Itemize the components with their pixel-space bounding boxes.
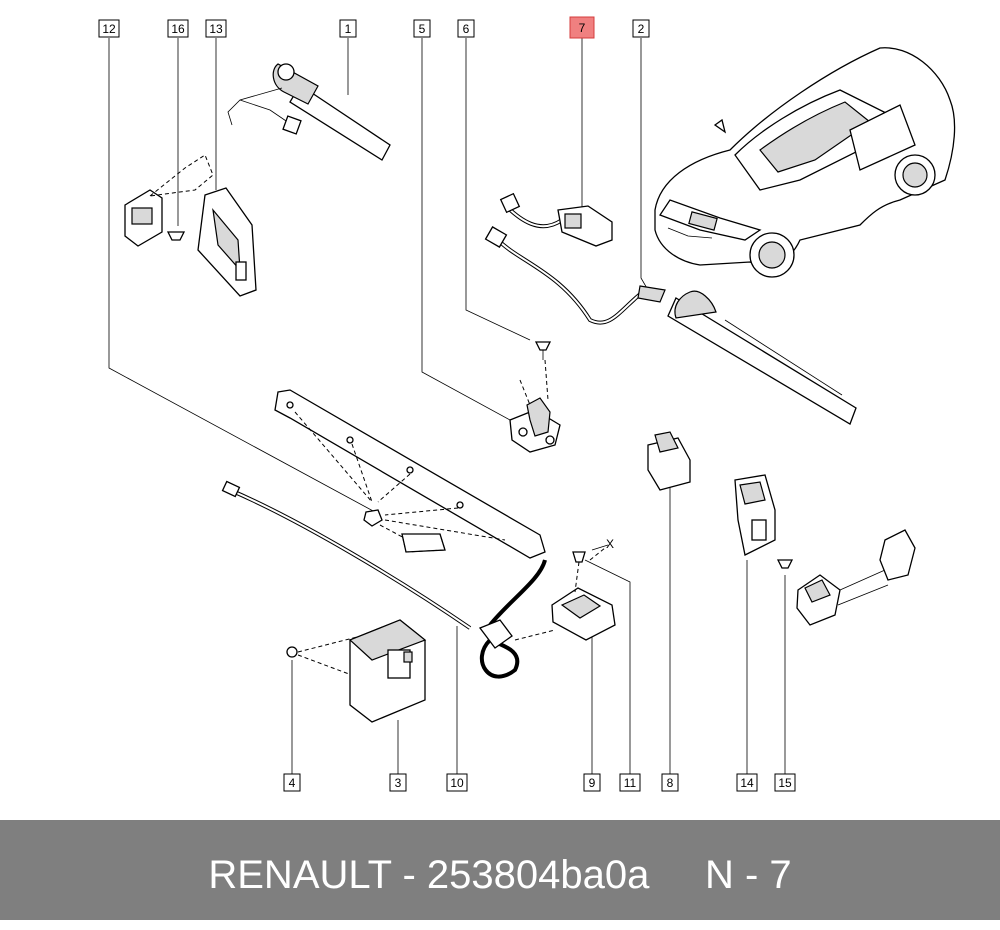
callout-15: 15 — [774, 773, 796, 792]
car-illustration — [654, 47, 956, 278]
callout-14: 14 — [736, 773, 758, 792]
part-1-strut — [227, 63, 391, 161]
callout-5: 5 — [413, 19, 431, 38]
callout-8: 8 — [661, 773, 679, 792]
mounting-rail — [274, 389, 546, 559]
callout-3: 3 — [389, 773, 407, 792]
callout-label: 10 — [450, 776, 464, 790]
part-3-4-module — [286, 619, 427, 723]
callout-label: 14 — [740, 776, 754, 790]
footer-bar: RENAULT - 253804ba0a N - 7 — [0, 820, 1000, 920]
callout-label: 11 — [624, 776, 637, 790]
part-8-connector — [647, 431, 691, 491]
parts-diagram: 12 16 13 1 5 6 — [98, 16, 956, 792]
callout-label: 1 — [345, 22, 352, 36]
footer-caption: RENAULT - 253804ba0a N - 7 — [208, 853, 792, 897]
callout-7-highlighted: 7 — [569, 16, 595, 39]
callout-10: 10 — [446, 773, 468, 792]
part-9-11-bracket — [551, 547, 616, 641]
callout-label: 7 — [579, 21, 586, 35]
callout-label: 15 — [778, 776, 792, 790]
leader-lines — [108, 38, 786, 774]
callout-label: 6 — [463, 22, 470, 36]
callout-4: 4 — [283, 773, 301, 792]
callout-label: 16 — [171, 22, 185, 36]
callout-label: 3 — [395, 776, 402, 790]
annotation-x: X — [606, 537, 614, 551]
callout-label: 13 — [209, 22, 223, 36]
callout-2: 2 — [632, 19, 650, 38]
callout-label: 8 — [667, 776, 674, 790]
callout-label: 2 — [638, 22, 645, 36]
callout-11: 11 — [619, 773, 641, 792]
part-7-sensor — [499, 192, 613, 247]
callout-9: 9 — [583, 773, 601, 792]
callout-label: 12 — [102, 22, 116, 36]
callout-label: 4 — [289, 776, 296, 790]
part-14-15-group — [734, 474, 916, 626]
part-16-13-12-group — [124, 154, 257, 297]
callout-label: 9 — [589, 776, 596, 790]
callout-label: 5 — [419, 22, 426, 36]
callout-16: 16 — [167, 19, 189, 38]
callouts: 12 16 13 1 5 6 — [98, 16, 796, 792]
callout-1: 1 — [339, 19, 357, 38]
callout-13: 13 — [205, 19, 227, 38]
part-5-6-bracket — [509, 341, 561, 453]
callout-6: 6 — [457, 19, 475, 38]
part-10-cable — [221, 480, 556, 679]
callout-12: 12 — [98, 19, 120, 38]
part-2-strut — [484, 226, 857, 425]
